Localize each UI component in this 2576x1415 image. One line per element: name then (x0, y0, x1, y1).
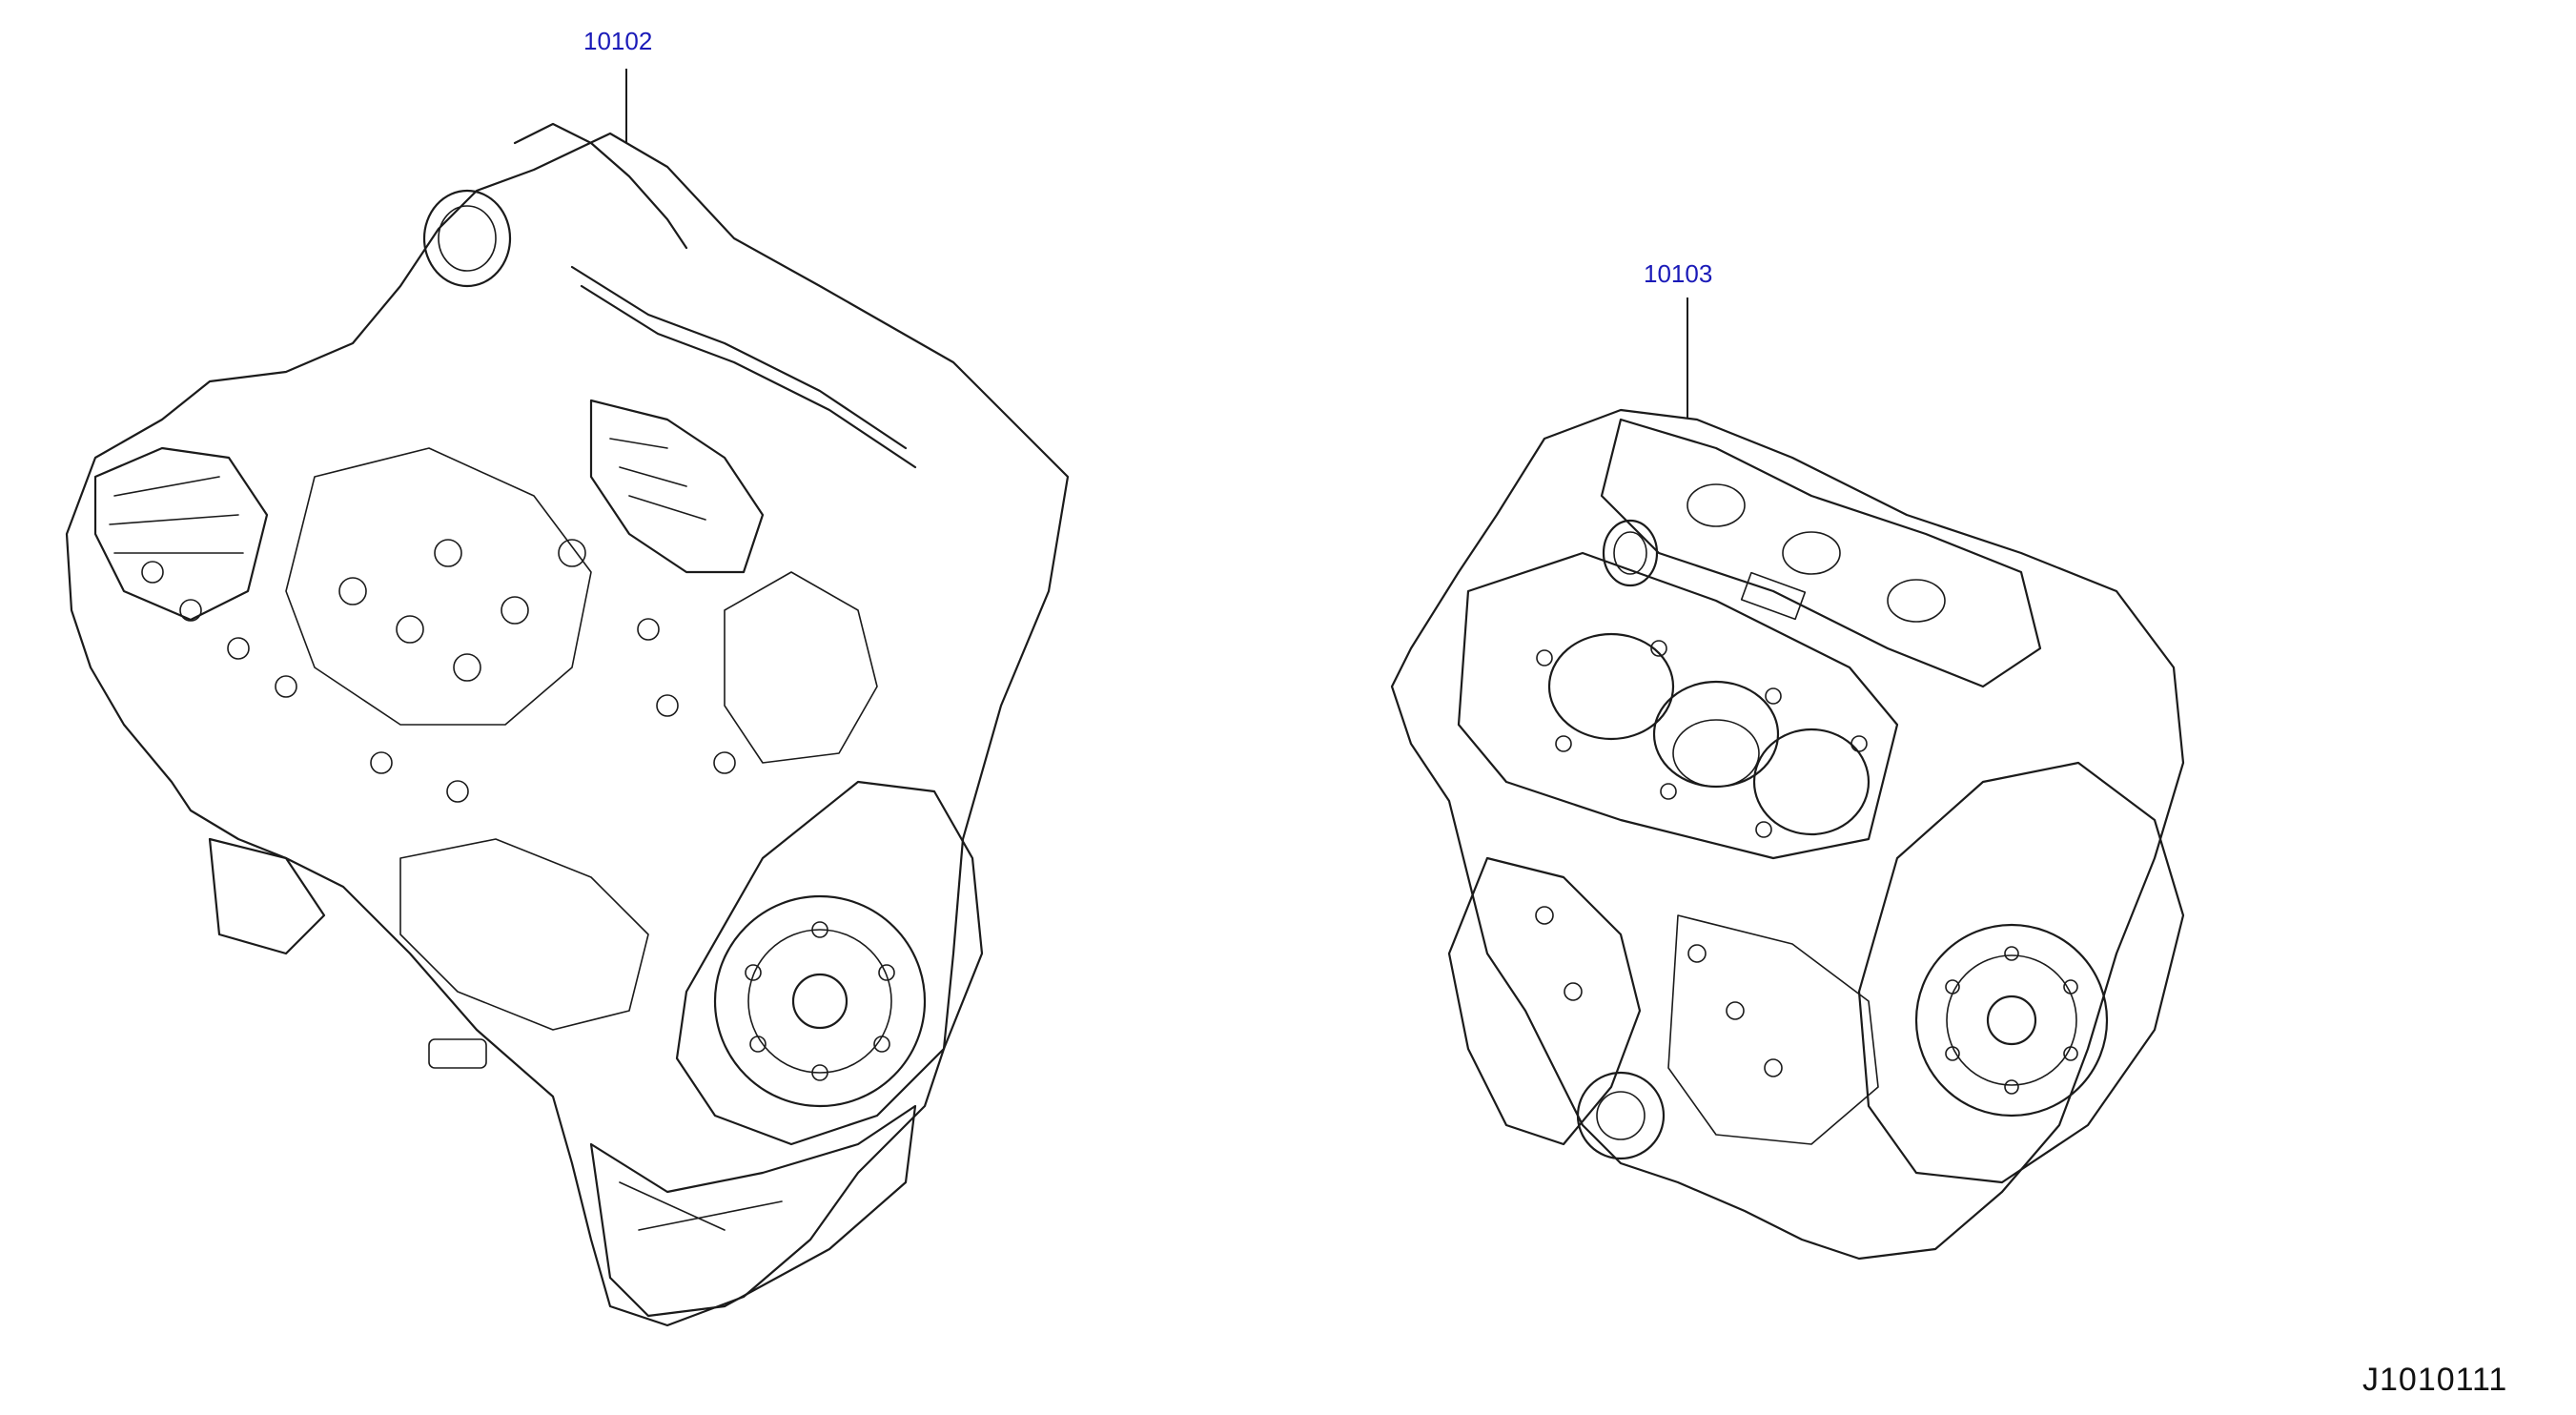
callout-label-10103[interactable]: 10103 (1644, 259, 1713, 288)
document-id: J1010111 (2362, 1362, 2508, 1398)
engine-assembly-illustration (65, 69, 1070, 1327)
callout-label-10102[interactable]: 10102 (583, 27, 653, 55)
short-block-illustration (1390, 297, 2185, 1261)
